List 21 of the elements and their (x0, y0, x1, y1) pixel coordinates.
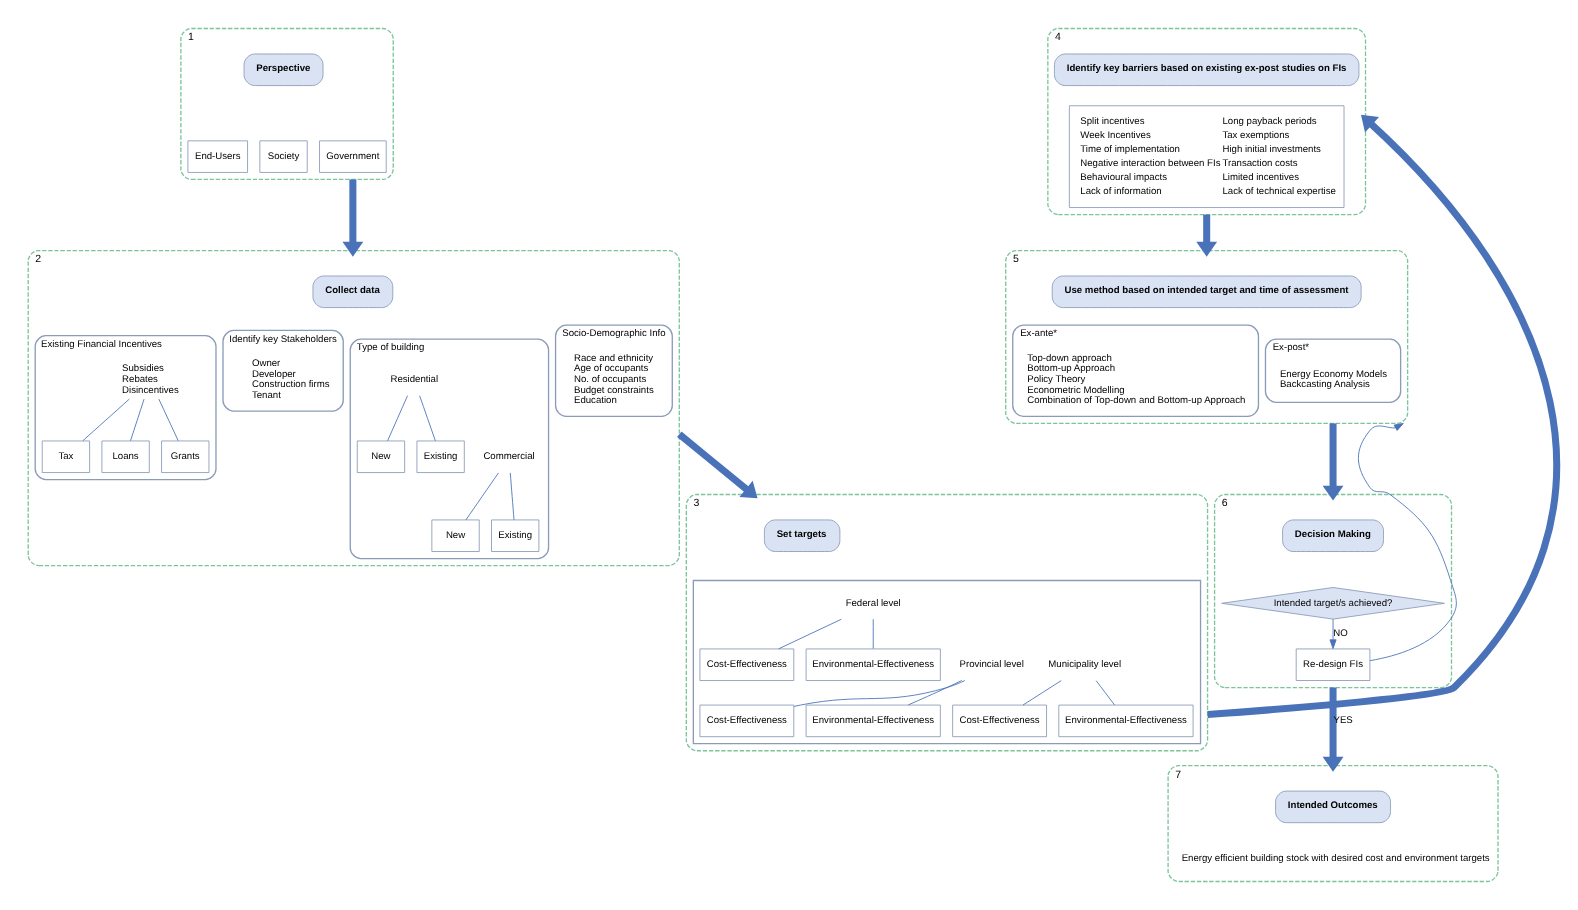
cluster (692, 579, 1202, 745)
connector (1095, 680, 1115, 706)
arrow (342, 179, 364, 257)
arrow (1322, 423, 1344, 501)
arrow (1207, 114, 1560, 718)
arrow (1357, 422, 1457, 662)
connector (1022, 680, 1062, 706)
connector (130, 398, 145, 442)
connector (465, 472, 499, 521)
connector (82, 398, 130, 442)
connector (387, 395, 408, 442)
connector (778, 618, 842, 650)
connector (907, 680, 963, 706)
connector (419, 395, 436, 442)
connector (158, 398, 179, 442)
connector (872, 618, 874, 650)
connector (509, 472, 515, 521)
arrow (1196, 214, 1218, 257)
arrow (677, 431, 758, 499)
arrow (1322, 687, 1344, 772)
arrow (1329, 618, 1337, 650)
